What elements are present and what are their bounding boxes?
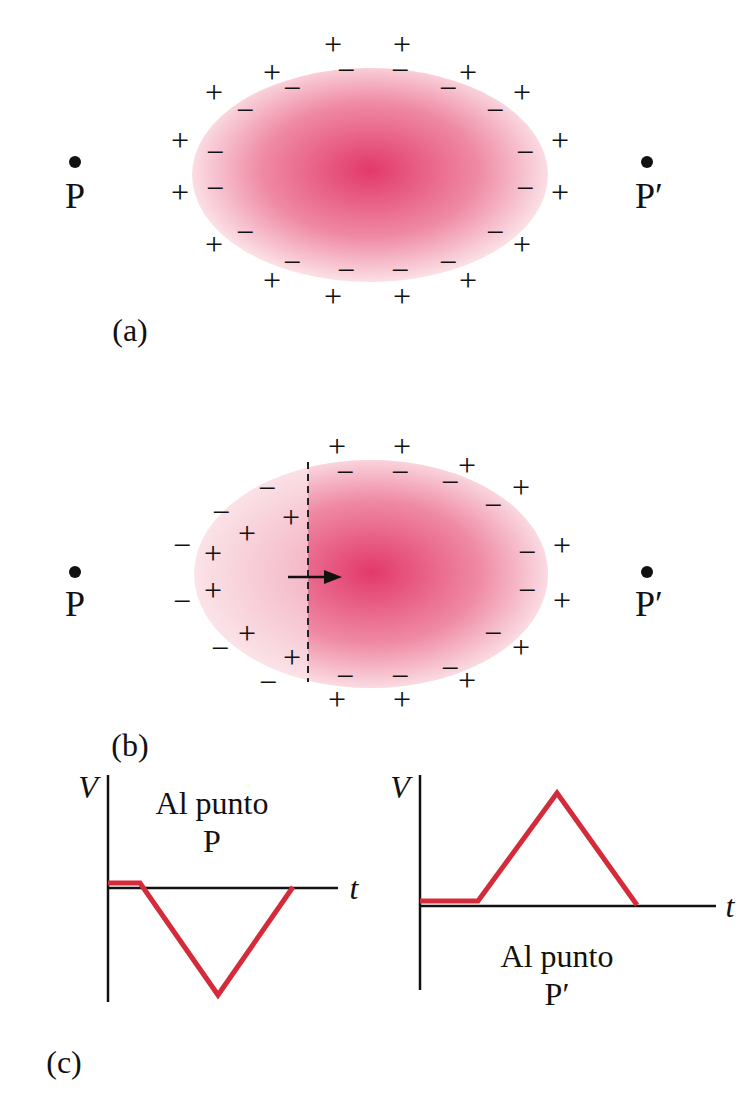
- positive-charge: +: [283, 641, 301, 673]
- point-label: P: [65, 178, 85, 214]
- negative-charge: −: [486, 216, 504, 248]
- axis-line: [419, 775, 422, 990]
- negative-charge: −: [236, 216, 254, 248]
- negative-charge: −: [391, 660, 409, 692]
- point-dot: [641, 566, 653, 578]
- graph-caption: Al punto P: [148, 784, 276, 861]
- negative-charge: −: [518, 536, 536, 568]
- positive-charge: +: [459, 264, 477, 296]
- negative-charge: −: [484, 489, 502, 521]
- positive-charge: +: [204, 537, 222, 569]
- arrow-head: [324, 570, 342, 584]
- negative-charge: −: [258, 472, 276, 504]
- positive-charge: +: [205, 228, 223, 260]
- graph-caption: Al punto P′: [493, 937, 621, 1014]
- point-dot: [69, 566, 81, 578]
- panel-label: (b): [111, 729, 148, 761]
- positive-charge: +: [263, 56, 281, 88]
- positive-charge: +: [458, 664, 476, 696]
- negative-charge: −: [283, 246, 301, 278]
- positive-charge: +: [238, 517, 256, 549]
- positive-charge: +: [551, 124, 569, 156]
- negative-charge: −: [212, 496, 230, 528]
- heart-shape: [308, 460, 548, 688]
- negative-charge: −: [391, 54, 409, 86]
- negative-charge: −: [441, 466, 459, 498]
- negative-charge: −: [259, 666, 277, 698]
- negative-charge: −: [206, 136, 224, 168]
- positive-charge: +: [553, 584, 571, 616]
- negative-charge: −: [518, 574, 536, 606]
- voltage-trace: [420, 793, 637, 905]
- direction-arrow: [288, 576, 328, 579]
- point-label: P′: [635, 586, 663, 622]
- negative-charge: −: [336, 660, 354, 692]
- negative-charge: −: [516, 172, 534, 204]
- positive-charge: +: [171, 176, 189, 208]
- axis-label: t: [726, 890, 735, 922]
- negative-charge: −: [441, 652, 459, 684]
- axis-label: t: [350, 872, 359, 904]
- depolarization-front: [307, 462, 309, 682]
- positive-charge: +: [205, 76, 223, 108]
- heart-shape: [194, 460, 548, 688]
- point-dot: [641, 156, 653, 168]
- positive-charge: +: [553, 529, 571, 561]
- positive-charge: +: [513, 76, 531, 108]
- positive-charge: +: [238, 617, 256, 649]
- panel-label: (c): [46, 1046, 82, 1078]
- negative-charge: −: [391, 456, 409, 488]
- positive-charge: +: [263, 264, 281, 296]
- positive-charge: +: [512, 631, 530, 663]
- negative-charge: −: [439, 246, 457, 278]
- panel-label: (a): [112, 314, 148, 346]
- negative-charge: −: [236, 94, 254, 126]
- negative-charge: −: [283, 72, 301, 104]
- positive-charge: +: [458, 449, 476, 481]
- axis-line: [420, 905, 716, 908]
- negative-charge: −: [516, 136, 534, 168]
- negative-charge: −: [206, 172, 224, 204]
- point-label: P′: [635, 178, 663, 214]
- positive-charge: +: [204, 574, 222, 606]
- negative-charge: −: [336, 456, 354, 488]
- point-label: P: [65, 586, 85, 622]
- negative-charge: −: [391, 254, 409, 286]
- heart-shape: [192, 68, 548, 282]
- positive-charge: +: [171, 124, 189, 156]
- voltage-trace: [108, 883, 293, 995]
- positive-charge: +: [513, 228, 531, 260]
- positive-charge: +: [282, 501, 300, 533]
- negative-charge: −: [486, 94, 504, 126]
- point-dot: [69, 156, 81, 168]
- negative-charge: −: [484, 617, 502, 649]
- negative-charge: −: [439, 72, 457, 104]
- negative-charge: −: [337, 54, 355, 86]
- negative-charge: −: [211, 632, 229, 664]
- negative-charge: −: [337, 254, 355, 286]
- positive-charge: +: [551, 176, 569, 208]
- negative-charge: −: [173, 585, 191, 617]
- positive-charge: +: [459, 56, 477, 88]
- axis-label: V: [390, 771, 410, 803]
- positive-charge: +: [512, 471, 530, 503]
- axis-label: V: [78, 771, 98, 803]
- negative-charge: −: [173, 529, 191, 561]
